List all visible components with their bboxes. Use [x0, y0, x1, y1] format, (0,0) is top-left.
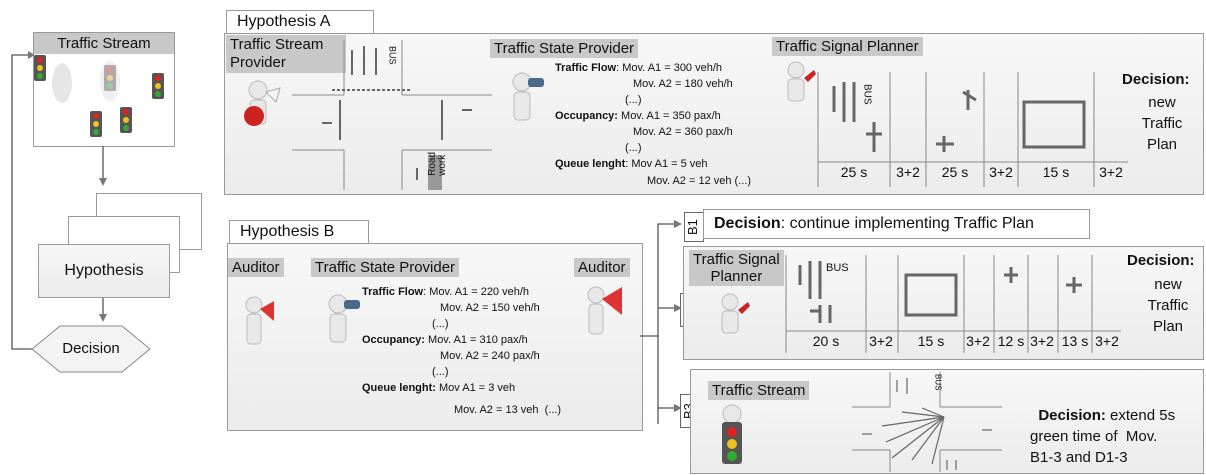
wrench-person-icon	[787, 61, 816, 102]
hypothesis-label: Hypothesis	[64, 262, 144, 279]
decision-b3: Decision: extend 5s green time of Mov. B…	[1030, 384, 1175, 468]
bus-label-b3: BUS	[933, 374, 943, 391]
state-values-a: Traffic Flow: Mov. A1 = 300 veh/h Mov. A…	[555, 62, 785, 192]
phase-a-4: 15 s	[1042, 164, 1070, 180]
state-b-line-1: Mov. A2 = 150 veh/h	[440, 302, 540, 314]
decision-b2-bold: Decision:	[1127, 252, 1195, 269]
auditor-left-label: Auditor	[228, 258, 284, 277]
traffic-state-provider-b-label: Traffic State Provider	[311, 258, 460, 277]
bus-label-b2: BUS	[826, 262, 849, 274]
phase-b2-6: 13 s	[1061, 333, 1089, 349]
decision-label: Decision	[62, 340, 120, 357]
traffic-light-person-icon	[722, 404, 742, 464]
wrench-person-icon-b2	[721, 293, 750, 334]
state-a-line-0: Traffic Flow: Mov. A1 = 300 veh/h	[555, 62, 723, 74]
traffic-stream-box: Traffic Stream	[33, 32, 175, 147]
state-a-line-6: Queue lenght: Mov A1 = 5 veh	[555, 158, 708, 170]
traffic-stream-provider-label: Traffic Stream Provider	[226, 35, 346, 73]
intersection-icon	[292, 40, 492, 190]
binoculars-person-icon	[512, 72, 544, 121]
bus-label-a: BUS	[387, 46, 398, 65]
state-b-line-7: Mov. A2 = 13 veh (...)	[454, 404, 562, 416]
phase-b2-7: 3+2	[1095, 333, 1119, 349]
decision-a-rest: new Traffic Plan	[1141, 94, 1183, 153]
bus-label-plan-a: BUS	[861, 84, 873, 105]
state-a-line-1: Mov. A2 = 180 veh/h	[633, 78, 733, 90]
branch-arrows	[640, 220, 682, 424]
road-work-label: Road work	[427, 152, 448, 176]
signal-plan-b2	[785, 255, 1121, 353]
traffic-stream-title: Traffic Stream	[34, 33, 174, 54]
hypothesis-a-panel	[224, 33, 1204, 195]
intersection-b3-icon	[852, 372, 1002, 472]
state-b-line-4: Mov. A2 = 240 pax/h	[440, 350, 540, 362]
traffic-stream-b3-label: Traffic Stream	[708, 381, 810, 400]
person-figure-icon	[244, 80, 281, 126]
binoculars-person-icon-b	[328, 294, 360, 343]
state-a-line-3: Occupancy: Mov. A1 = 350 pax/h	[555, 110, 721, 122]
phase-a-2: 25 s	[941, 164, 969, 180]
phase-b2-5: 3+2	[1030, 333, 1054, 349]
state-a-line-2: (...)	[625, 94, 642, 106]
state-a-line-5: (...)	[625, 142, 642, 154]
auditor-left-icon	[245, 296, 274, 345]
state-values-b: Traffic Flow: Mov. A1 = 220 veh/h Mov. A…	[362, 286, 602, 421]
hypothesis-a-title: Hypothesis A	[237, 13, 331, 30]
hypothesis-a-tab: Hypothesis A	[226, 10, 374, 34]
b1-tag: B1	[684, 212, 704, 242]
b1-decision-bold: Decision	[714, 215, 781, 232]
phase-b2-2: 15 s	[917, 333, 945, 349]
state-b-line-0: Traffic Flow: Mov. A1 = 220 veh/h	[362, 286, 530, 298]
phase-b2-1: 3+2	[869, 333, 893, 349]
signal-plan-a	[817, 72, 1128, 187]
hypothesis-b-title: Hypothesis B	[240, 223, 335, 240]
traffic-state-provider-a-label: Traffic State Provider	[490, 39, 639, 58]
phase-a-0: 25 s	[840, 164, 868, 180]
flow-connector	[11, 51, 107, 350]
b1-decision-box: Decision: continue implementing Traffic …	[703, 209, 1090, 239]
decision-b2-rest: new Traffic Plan	[1147, 276, 1189, 335]
phase-a-3: 3+2	[989, 164, 1013, 180]
state-b-line-3: Occupancy: Mov. A1 = 310 pax/h	[362, 334, 528, 346]
state-b-line-6: Queue lenght: Mov A1 = 3 veh	[362, 382, 516, 394]
auditor-right-label: Auditor	[574, 258, 630, 277]
decision-diamond[interactable]	[30, 322, 152, 376]
phase-a-5: 3+2	[1099, 164, 1123, 180]
b1-decision-text: : continue implementing Traffic Plan	[780, 215, 1034, 232]
phase-b2-0: 20 s	[812, 333, 840, 349]
traffic-lights-icon	[34, 55, 164, 137]
state-b-line-2: (...)	[432, 318, 449, 330]
hypothesis-box: Hypothesis	[38, 244, 170, 298]
hypothesis-b-tab: Hypothesis B	[229, 220, 369, 244]
state-b-line-5: (...)	[432, 366, 449, 378]
traffic-signal-planner-a-label: Traffic Signal Planner	[772, 37, 923, 56]
phase-a-1: 3+2	[896, 164, 920, 180]
traffic-signal-planner-b2-label: Traffic Signal Planner	[689, 250, 784, 286]
phase-b2-3: 3+2	[966, 333, 990, 349]
phase-b2-4: 12 s	[997, 333, 1025, 349]
state-a-line-4: Mov. A2 = 360 pax/h	[633, 126, 733, 138]
decision-a-bold: Decision:	[1122, 71, 1190, 88]
decision-b3-text: extend 5s green time of Mov. B1-3 and D1…	[1030, 407, 1176, 466]
state-a-line-7: Mov. A2 = 12 veh (...)	[647, 175, 752, 187]
decision-b3-bold: Decision:	[1038, 407, 1106, 424]
auditor-right-icon	[587, 286, 622, 335]
